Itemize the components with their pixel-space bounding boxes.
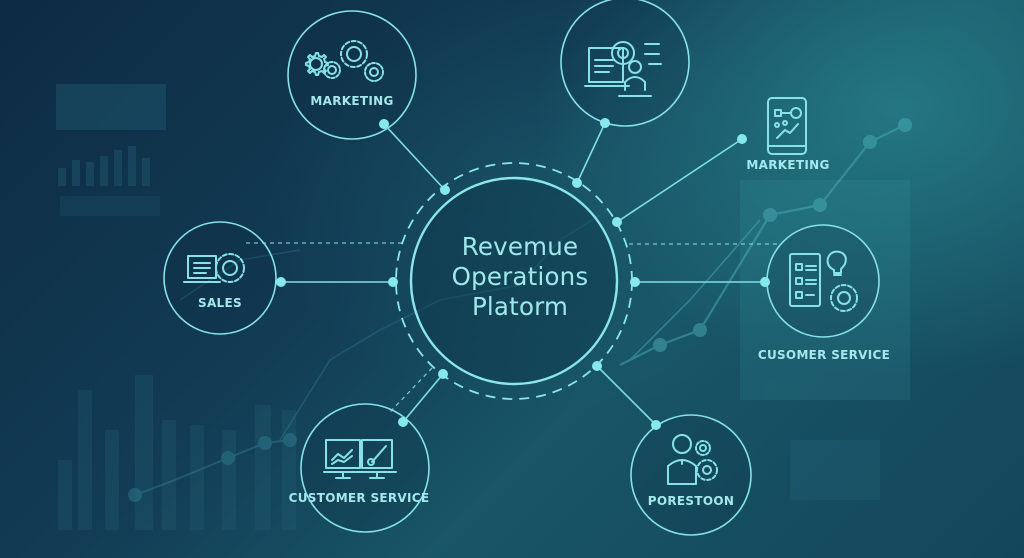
edge-analyst-top bbox=[576, 122, 606, 184]
node-label-sales: SALES bbox=[198, 296, 242, 310]
faded-trend-line-icon bbox=[128, 433, 297, 502]
hub-ring bbox=[409, 176, 619, 386]
laptop-gear-icon bbox=[183, 253, 245, 283]
gears-icon bbox=[305, 40, 384, 82]
hub-title-line-2: Operations bbox=[451, 262, 589, 291]
faded-bar-chart-icon bbox=[58, 375, 296, 530]
tablet-chart-icon bbox=[767, 97, 807, 155]
person-ring bbox=[630, 414, 752, 536]
edge-person bbox=[596, 365, 657, 426]
hub-title-line-1: Revemue bbox=[461, 232, 579, 261]
marketing-top-left-ring bbox=[287, 10, 417, 140]
edge-customer-service-bottom-dashed bbox=[389, 367, 433, 413]
node-label-customer-service-right: CUSOMER SERVICE bbox=[757, 348, 891, 362]
hub-title: Revemue Operations Platorm bbox=[415, 232, 625, 322]
edge-marketing-top-left bbox=[383, 123, 446, 191]
hub-title-line-3: Platorm bbox=[471, 292, 569, 321]
node-label-customer-service-bottom: CUSTOMER SERVICE bbox=[288, 491, 430, 505]
node-label-marketing-right: MARKETING bbox=[746, 158, 830, 172]
person-gear-icon bbox=[667, 434, 718, 485]
customer-service-right-ring bbox=[766, 224, 880, 338]
checklist-idea-gear-icon bbox=[789, 250, 858, 312]
edge-marketing-right bbox=[616, 138, 743, 223]
faded-background-line-icon bbox=[179, 214, 601, 441]
edge-customer-service-bottom bbox=[402, 373, 444, 423]
faded-dashboard-panel-icon bbox=[56, 84, 166, 216]
dual-monitor-chart-icon bbox=[323, 439, 397, 479]
connector-dots bbox=[276, 118, 770, 430]
node-label-marketing-top-left: MARKETING bbox=[310, 94, 394, 108]
faded-rising-trend-line-icon bbox=[619, 118, 912, 366]
analyst-laptop-icon bbox=[584, 41, 662, 97]
node-label-person: PORESTOON bbox=[647, 494, 735, 508]
